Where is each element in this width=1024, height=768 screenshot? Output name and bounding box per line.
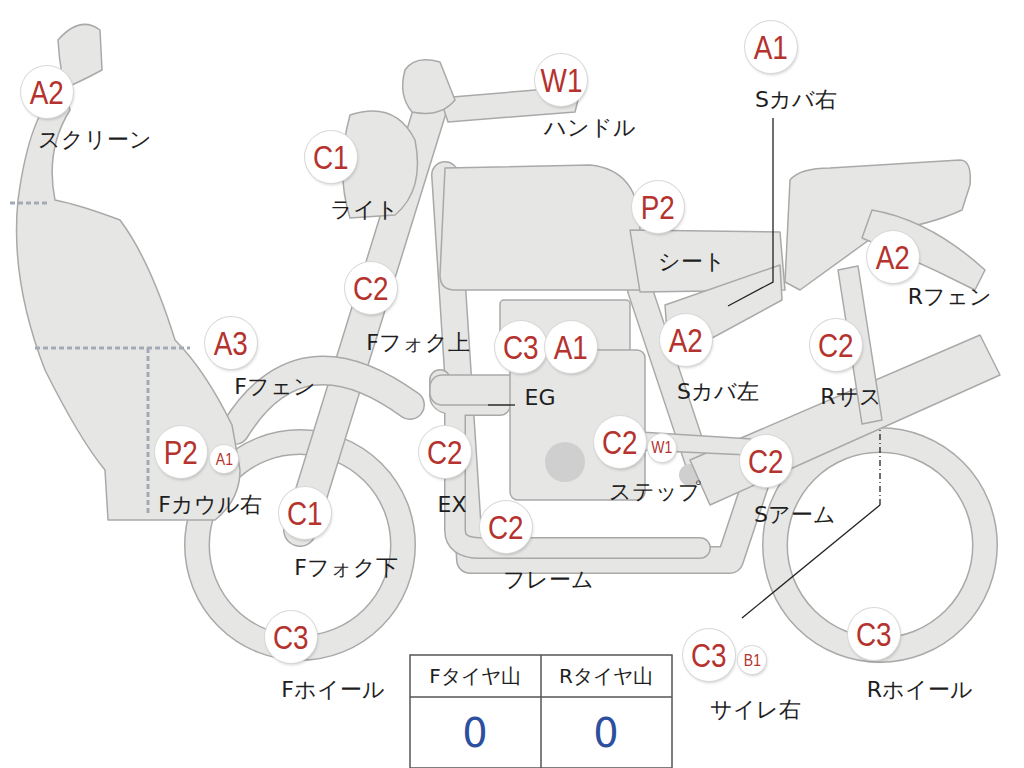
damage-code: C3 [503, 330, 539, 364]
damage-code-circle: A3 [205, 317, 257, 369]
small-damage-code: B1 [738, 646, 766, 674]
damage-code: A1 [215, 451, 232, 468]
damage-code: C2 [602, 425, 638, 459]
damage-code-circle: A1 [545, 321, 597, 373]
part-name: Rフェン [908, 285, 992, 309]
part-name: サイレ右 [710, 698, 801, 722]
damage-code: B1 [743, 652, 760, 669]
damage-code-circle: A2 [867, 231, 919, 283]
damage-code: W1 [652, 439, 673, 456]
damage-code: C2 [427, 435, 463, 469]
damage-code-circle: P2 [155, 426, 207, 478]
rear-wheel-outline [775, 440, 985, 650]
cowl-section-line [147, 348, 150, 515]
part-name: EX [438, 493, 467, 517]
damage-code: A2 [669, 323, 703, 357]
damage-code-circle: C3 [683, 629, 735, 681]
front-cowl [17, 24, 240, 520]
damage-code: A1 [754, 30, 788, 64]
damage-code-circle: A1 [745, 21, 797, 73]
damage-code-circle: C2 [594, 416, 646, 468]
table-cell: 0 [593, 711, 618, 755]
leader-line [488, 404, 515, 405]
part-name: フレーム [503, 568, 594, 592]
damage-code: C1 [313, 140, 349, 174]
damage-code: W1 [540, 63, 582, 97]
part-name: Sアーム [754, 503, 836, 527]
table-frame [410, 655, 672, 768]
engine-cover [545, 442, 585, 482]
part-name: Rホイール [867, 678, 973, 702]
damage-code-circle: C1 [305, 131, 357, 183]
part-name: Sカバ左 [677, 380, 759, 404]
table-rule [540, 655, 542, 768]
damage-code: C2 [818, 328, 854, 362]
part-name: EG [525, 386, 556, 410]
damage-code: C2 [748, 444, 784, 478]
damage-code-circle: C2 [345, 262, 397, 314]
exhaust-header [430, 375, 520, 405]
damage-code-circle: A2 [660, 314, 712, 366]
damage-code-circle: C2 [740, 435, 792, 487]
part-name: スクリーン [38, 128, 152, 152]
damage-code-circle: C2 [419, 426, 471, 478]
damage-code-circle: A2 [21, 66, 73, 118]
damage-code: C1 [287, 496, 323, 530]
damage-code: A1 [554, 330, 588, 364]
leader-line [879, 430, 880, 505]
front-fork [300, 110, 430, 530]
part-name: Fフォク下 [294, 556, 398, 580]
table-cell: Fタイヤ山 [429, 665, 521, 687]
damage-code: C3 [856, 617, 892, 651]
rear-wheel [775, 440, 985, 650]
engine-block [510, 350, 645, 500]
damage-code-circle: W1 [535, 54, 587, 106]
damage-code-circle: C2 [480, 501, 532, 553]
part-name: Fフォク上 [366, 331, 470, 355]
front-fork-outline [300, 110, 430, 530]
part-name: Fフェン [234, 375, 316, 399]
cowl-section-line [35, 347, 190, 350]
rear-fender [862, 210, 985, 290]
part-name: Rサス [820, 385, 881, 409]
damage-code: C2 [353, 271, 389, 305]
cowl-section-line [10, 202, 50, 205]
part-name: ハンドル [544, 116, 636, 140]
damage-code-circle: C3 [848, 608, 900, 660]
damage-code: A3 [214, 326, 248, 360]
damage-code: A2 [876, 240, 910, 274]
damage-code-circle: C2 [810, 319, 862, 371]
mirror [403, 60, 455, 114]
leader-line [728, 118, 773, 306]
damage-code-circle: C1 [279, 487, 331, 539]
small-damage-code: A1 [210, 445, 238, 473]
damage-code: C3 [273, 620, 309, 654]
damage-code: C3 [691, 638, 727, 672]
small-damage-code: W1 [648, 434, 677, 463]
part-name: Sカバ右 [755, 88, 837, 112]
fuel-tank [440, 165, 640, 290]
part-name: シート [658, 250, 726, 274]
part-name: Fホイール [281, 678, 385, 702]
table-cell: Rタイヤ山 [559, 665, 653, 687]
damage-code: A2 [30, 75, 64, 109]
damage-code-circle: C3 [265, 611, 317, 663]
table-cell: 0 [462, 711, 487, 755]
damage-code: P2 [641, 190, 675, 224]
front-fender-outline [235, 370, 410, 430]
tire-table [410, 655, 672, 768]
damage-code-circle: C3 [495, 321, 547, 373]
part-name: ステップ [609, 480, 701, 504]
damage-code: C2 [488, 510, 524, 544]
part-name: ライト [330, 198, 399, 222]
part-name: Fカウル右 [158, 493, 262, 517]
damage-code-circle: P2 [632, 181, 684, 233]
front-fender [235, 370, 410, 430]
damage-code: P2 [164, 435, 198, 469]
